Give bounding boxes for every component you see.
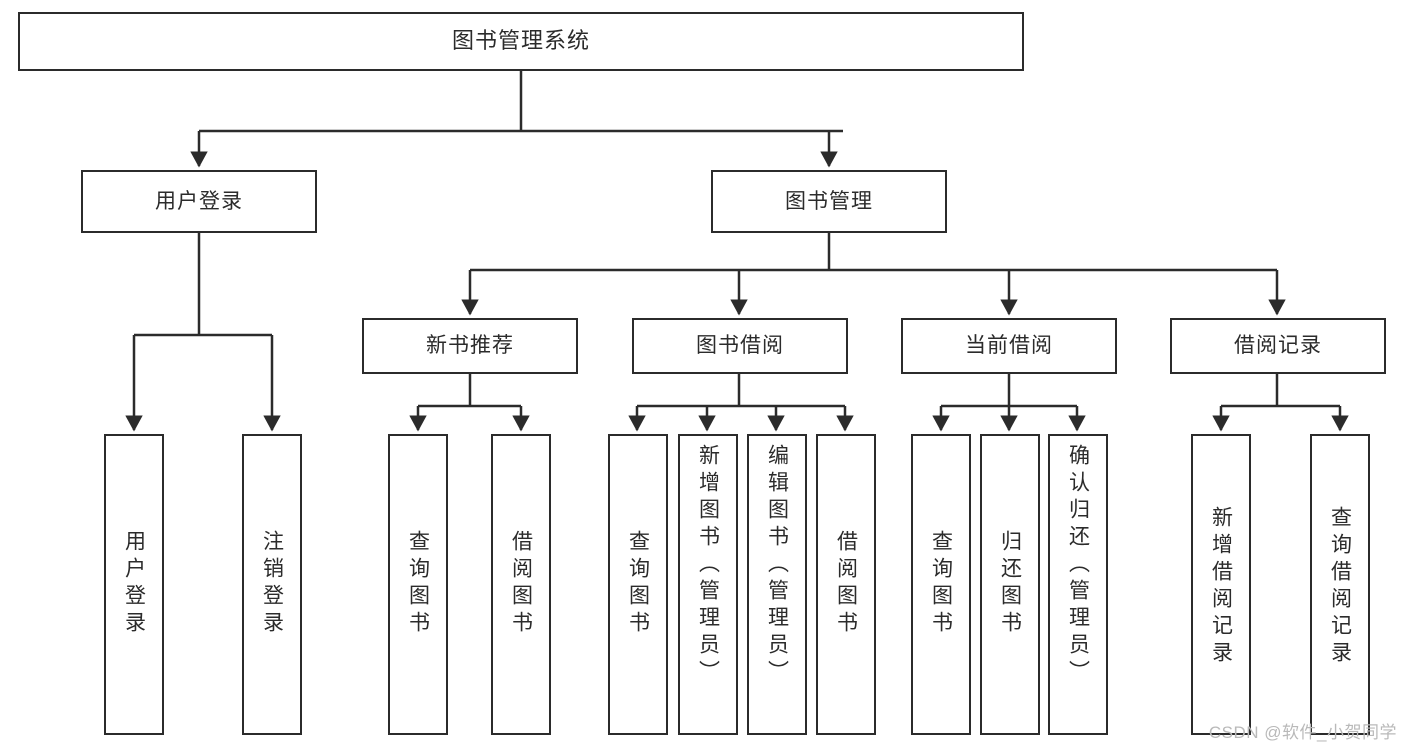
node-label: 用户登录 xyxy=(155,189,243,213)
node-label: 查询图书 xyxy=(406,530,430,638)
leaf-confirm-return-admin[interactable]: 确认归还（管理员） xyxy=(1048,434,1108,735)
node-label: 图书借阅 xyxy=(696,334,784,358)
node-label: 用户登录 xyxy=(122,530,146,638)
node-label: 新增图书（管理员） xyxy=(696,444,720,687)
leaf-user-login[interactable]: 用户登录 xyxy=(104,434,164,735)
node-user-login[interactable]: 用户登录 xyxy=(81,170,317,233)
node-label: 新增借阅记录 xyxy=(1209,506,1233,668)
node-label: 借阅图书 xyxy=(834,530,858,638)
node-book-management[interactable]: 图书管理 xyxy=(711,170,947,233)
leaf-return-book[interactable]: 归还图书 xyxy=(980,434,1040,735)
node-current-borrow[interactable]: 当前借阅 xyxy=(901,318,1117,374)
node-label: 图书管理系统 xyxy=(451,28,590,54)
node-new-book-recommend[interactable]: 新书推荐 xyxy=(362,318,578,374)
node-label: 新书推荐 xyxy=(426,334,514,358)
node-label: 确认归还（管理员） xyxy=(1066,444,1090,687)
node-label: 图书管理 xyxy=(785,189,873,213)
node-label: 查询图书 xyxy=(626,530,650,638)
leaf-logout[interactable]: 注销登录 xyxy=(242,434,302,735)
node-label: 借阅图书 xyxy=(509,530,533,638)
leaf-borrow-book-new[interactable]: 借阅图书 xyxy=(491,434,551,735)
leaf-query-book-borrow[interactable]: 查询图书 xyxy=(608,434,668,735)
node-borrow-record[interactable]: 借阅记录 xyxy=(1170,318,1386,374)
node-label: 归还图书 xyxy=(998,530,1022,638)
node-root-system[interactable]: 图书管理系统 xyxy=(18,12,1024,71)
node-label: 注销登录 xyxy=(260,530,284,638)
leaf-query-book-current[interactable]: 查询图书 xyxy=(911,434,971,735)
node-label: 当前借阅 xyxy=(965,334,1053,358)
watermark: CSDN @软件_小贺同学 xyxy=(1208,723,1397,742)
leaf-add-borrow-record[interactable]: 新增借阅记录 xyxy=(1191,434,1251,735)
leaf-query-book-new[interactable]: 查询图书 xyxy=(388,434,448,735)
leaf-query-borrow-record[interactable]: 查询借阅记录 xyxy=(1310,434,1370,735)
leaf-edit-book-admin[interactable]: 编辑图书（管理员） xyxy=(747,434,807,735)
node-label: 查询借阅记录 xyxy=(1328,506,1352,668)
leaf-borrow-book[interactable]: 借阅图书 xyxy=(816,434,876,735)
leaf-add-book-admin[interactable]: 新增图书（管理员） xyxy=(678,434,738,735)
node-label: 借阅记录 xyxy=(1234,334,1322,358)
node-label: 编辑图书（管理员） xyxy=(765,444,789,687)
node-book-borrow[interactable]: 图书借阅 xyxy=(632,318,848,374)
node-label: 查询图书 xyxy=(929,530,953,638)
